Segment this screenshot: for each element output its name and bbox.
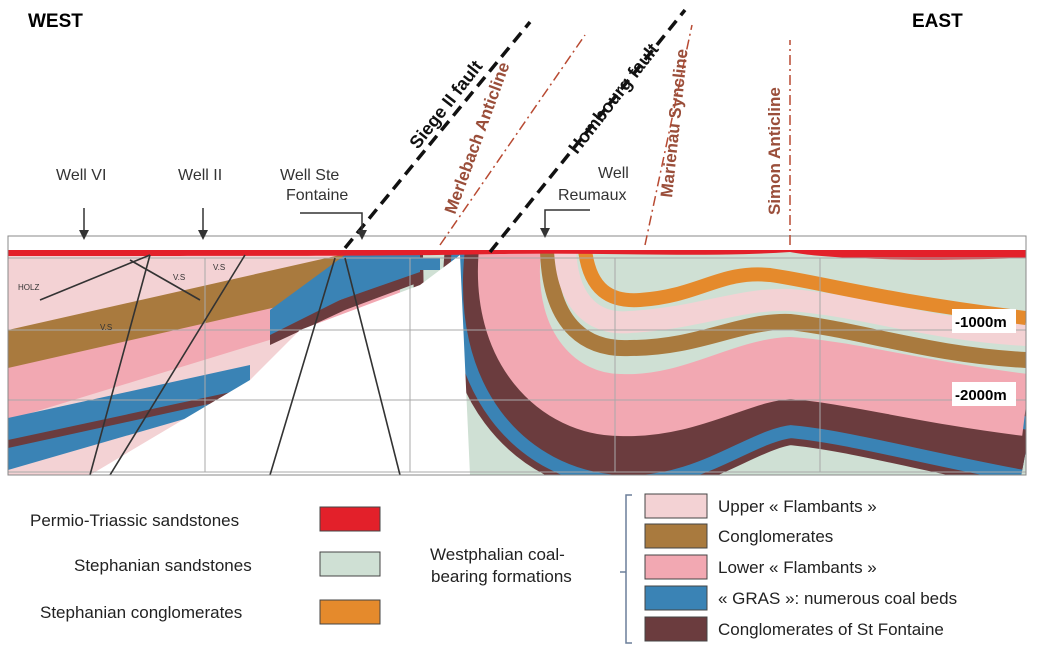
geologic-section (8, 250, 1026, 475)
stefontaine-conglo (270, 272, 420, 345)
well-stefontaine-line1: Well Ste (280, 167, 339, 184)
holz-label: HOLZ (18, 283, 39, 292)
depth-1000-bg (952, 309, 1016, 333)
legend-left: Permio-Triassic sandstones Stephanian sa… (30, 506, 381, 625)
west-stfontaine-a (8, 388, 250, 448)
east-label: EAST (912, 11, 963, 32)
depth-2000-label: -2000m (955, 387, 1007, 404)
westphalian-bracket (625, 494, 632, 644)
legend-lower-flambants-swatch (644, 554, 708, 580)
well-stefontaine-line2: Fontaine (286, 187, 348, 204)
legend-steph-sand-swatch (319, 551, 381, 577)
hombourg-fault-line (488, 8, 687, 254)
vs-label-2: V.S (173, 273, 185, 282)
depth-1000-label: -1000m (955, 314, 1007, 331)
well-vi-label: Well VI (56, 167, 106, 184)
well-ii-label: Well II (178, 167, 222, 184)
well-stefontaine-arrow (357, 230, 367, 240)
westphalian-line1: Westphalian coal- (430, 545, 565, 564)
legend-permio-label: Permio-Triassic sandstones (30, 511, 239, 530)
well-vi-arrow (79, 230, 89, 240)
west-conglomerates (8, 255, 360, 370)
footwall-white (90, 255, 470, 475)
legend-steph-conglo-swatch (319, 599, 381, 625)
legend-conglomerates-label: Conglomerates (718, 527, 833, 546)
legend-steph-sand-label: Stephanian sandstones (74, 556, 252, 575)
permio-triassic-cap (8, 250, 1026, 260)
vs-label-3: V.S (213, 263, 225, 272)
legend-steph-conglo-label: Stephanian conglomerates (40, 603, 242, 622)
marienau-label: Marienau Syncline (657, 48, 692, 198)
well-reumaux-arrow (540, 228, 550, 238)
marienau-axis (644, 24, 693, 246)
legend-gras-swatch (644, 585, 708, 611)
fold-axes (439, 24, 791, 246)
hombourg-fault-label: Hombourg fault (564, 40, 662, 158)
legend-permio-swatch (319, 506, 381, 532)
well-reumaux-line1: Well (598, 165, 629, 182)
well-reumaux-line2: Reumaux (558, 187, 626, 204)
well-ii-arrow (198, 230, 208, 240)
legend-upper-flambants-swatch (644, 493, 708, 519)
stefontaine-gras (270, 255, 420, 340)
legend-gras-label: « GRAS »: numerous coal beds (718, 589, 957, 608)
depth-2000-bg (952, 382, 1016, 406)
legend-lower-flambants-label: Lower « Flambants » (718, 558, 877, 577)
westphalian-line2: bearing formations (431, 567, 572, 586)
legend-right: Upper « Flambants » Conglomerates Lower … (644, 493, 957, 642)
legend-stfontaine-label: Conglomerates of St Fontaine (718, 620, 944, 639)
structure-lines (39, 254, 401, 475)
east-fold-layers (443, 250, 1026, 475)
legend-stfontaine-swatch (644, 616, 708, 642)
wells: Well VI Well II Well Ste Fontaine Well R… (56, 165, 629, 240)
siege-fault-line (343, 20, 532, 250)
merlebach-axis (439, 34, 586, 246)
fault-lines (343, 8, 687, 254)
legend-conglomerates-swatch (644, 523, 708, 549)
west-label: WEST (28, 11, 83, 32)
vs-label-1: V.S (100, 323, 112, 332)
simon-label: Simon Anticline (765, 87, 784, 215)
grid-lines (8, 257, 1026, 473)
legend-upper-flambants-label: Upper « Flambants » (718, 497, 877, 516)
section-frame (7, 235, 1027, 476)
